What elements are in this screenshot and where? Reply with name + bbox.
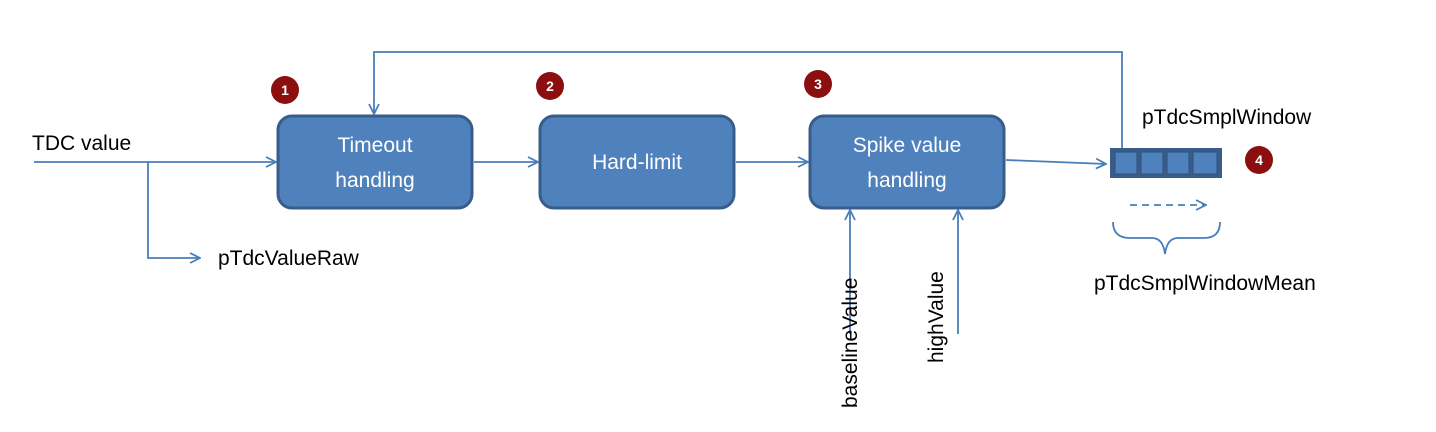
spike-block-line2: handling (867, 169, 946, 192)
svg-text:3: 3 (814, 76, 822, 92)
spike-block: Spike value handling (808, 114, 1006, 210)
high-value-label: highValue (925, 271, 948, 363)
timeout-block: Timeout handling (276, 114, 474, 210)
spike-to-window-arrow (1005, 160, 1106, 164)
raw-output-label: pTdcValueRaw (218, 247, 360, 270)
badge-2: 2 (536, 72, 564, 100)
badge-3: 3 (804, 70, 832, 98)
tdc-value-label: TDC value (32, 132, 131, 155)
sample-window-buffer (1110, 148, 1222, 178)
timeout-block-line2: handling (335, 169, 414, 192)
window-mean-brace (1112, 221, 1221, 255)
svg-text:1: 1 (281, 82, 289, 98)
svg-text:2: 2 (546, 78, 554, 94)
badge-4: 4 (1245, 146, 1273, 174)
baseline-value-label: baselineValue (839, 278, 862, 408)
feedback-line (374, 51, 1123, 148)
window-mean-label: pTdcSmplWindowMean (1094, 272, 1316, 295)
svg-text:4: 4 (1255, 152, 1263, 168)
window-label: pTdcSmplWindow (1142, 106, 1312, 129)
hardlimit-block-label: Hard-limit (592, 151, 682, 174)
raw-tap-arrow (147, 162, 200, 258)
badge-1: 1 (271, 76, 299, 104)
hardlimit-block: Hard-limit (538, 114, 736, 210)
timeout-block-line1: Timeout (337, 134, 412, 157)
spike-block-line1: Spike value (853, 134, 962, 157)
